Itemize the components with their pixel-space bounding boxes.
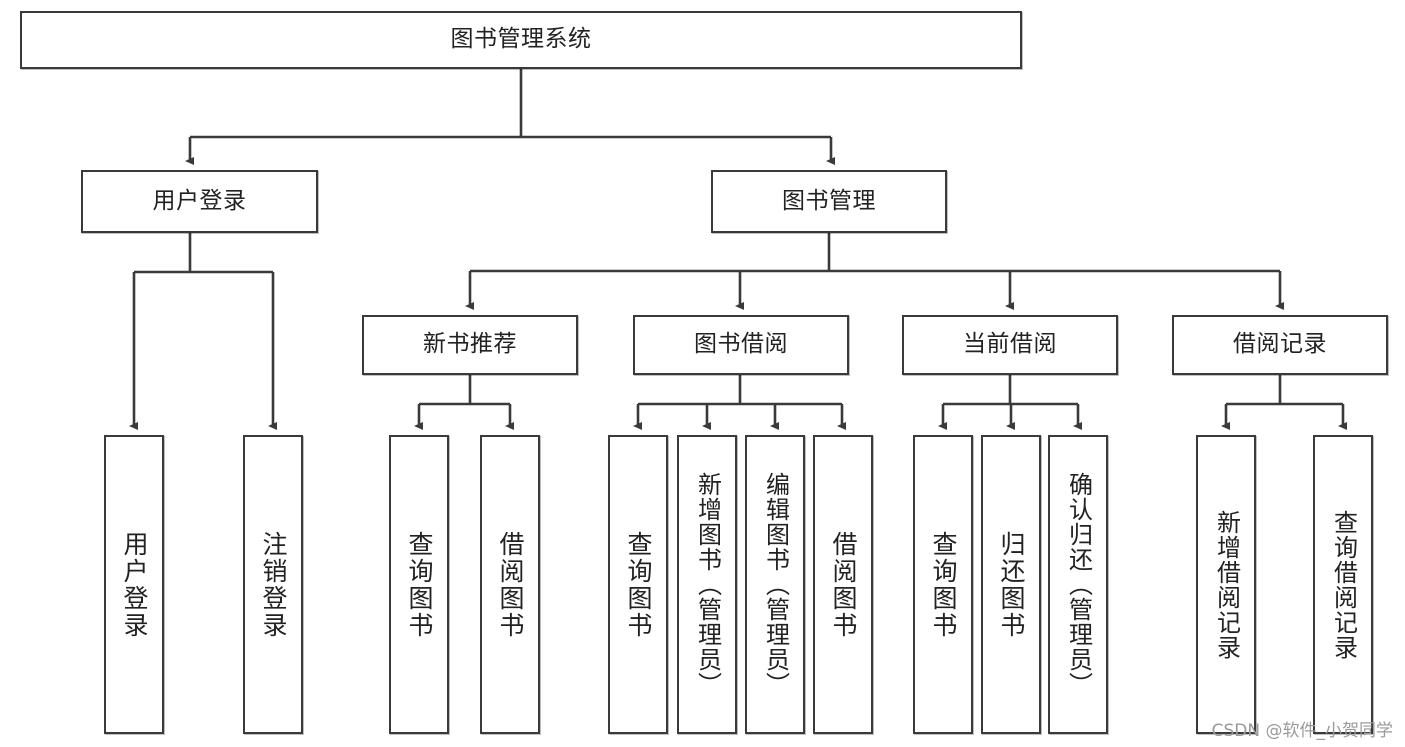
node-leaf-borrow-book-1-label: 借阅图书 <box>496 530 525 639</box>
node-leaf-borrow-book-1[interactable]: 借阅图书 <box>480 435 540 734</box>
node-leaf-confirm-return[interactable]: 确认归还（管理员） <box>1048 435 1108 734</box>
node-leaf-edit-book-label: 编辑图书（管理员） <box>761 472 790 697</box>
node-leaf-add-record-label: 新增借阅记录 <box>1212 509 1241 660</box>
node-leaf-user-login[interactable]: 用户登录 <box>104 435 164 734</box>
node-leaf-return-book[interactable]: 归还图书 <box>981 435 1041 734</box>
node-leaf-query-record-label: 查询借阅记录 <box>1329 509 1358 660</box>
node-leaf-borrow-book-2-label: 借阅图书 <box>829 530 858 639</box>
node-leaf-return-book-label: 归还图书 <box>997 530 1026 639</box>
node-leaf-query-book-2-label: 查询图书 <box>624 530 653 639</box>
node-new-book-recommend[interactable]: 新书推荐 <box>362 315 578 375</box>
node-borrow-record[interactable]: 借阅记录 <box>1172 315 1388 375</box>
node-book-borrow-label: 图书借阅 <box>694 331 788 358</box>
node-leaf-query-record[interactable]: 查询借阅记录 <box>1313 435 1373 734</box>
node-leaf-add-book[interactable]: 新增图书（管理员） <box>677 435 737 734</box>
node-leaf-add-record[interactable]: 新增借阅记录 <box>1196 435 1256 734</box>
node-user-login-label: 用户登录 <box>152 187 247 214</box>
node-borrow-record-label: 借阅记录 <box>1233 331 1327 358</box>
node-book-manage[interactable]: 图书管理 <box>711 170 947 233</box>
node-book-manage-label: 图书管理 <box>782 187 876 214</box>
node-root-label: 图书管理系统 <box>450 26 592 53</box>
node-current-borrow-label: 当前借阅 <box>963 331 1057 358</box>
node-current-borrow[interactable]: 当前借阅 <box>902 315 1118 375</box>
node-user-login[interactable]: 用户登录 <box>81 170 318 233</box>
node-leaf-user-logout[interactable]: 注销登录 <box>243 435 303 734</box>
node-leaf-borrow-book-2[interactable]: 借阅图书 <box>813 435 873 734</box>
node-leaf-add-book-label: 新增图书（管理员） <box>693 472 722 697</box>
node-leaf-query-book-2[interactable]: 查询图书 <box>608 435 668 734</box>
node-leaf-query-book-3-label: 查询图书 <box>929 530 958 639</box>
node-leaf-confirm-return-label: 确认归还（管理员） <box>1064 472 1093 697</box>
node-root[interactable]: 图书管理系统 <box>20 11 1022 69</box>
node-leaf-edit-book[interactable]: 编辑图书（管理员） <box>745 435 805 734</box>
node-new-book-recommend-label: 新书推荐 <box>423 331 517 358</box>
node-leaf-user-login-label: 用户登录 <box>120 530 149 639</box>
watermark-text: CSDN @软件_小贺同学 <box>1211 721 1393 741</box>
node-book-borrow[interactable]: 图书借阅 <box>633 315 849 375</box>
node-leaf-query-book-1[interactable]: 查询图书 <box>389 435 449 734</box>
node-leaf-user-logout-label: 注销登录 <box>259 530 288 639</box>
node-leaf-query-book-3[interactable]: 查询图书 <box>913 435 973 734</box>
node-leaf-query-book-1-label: 查询图书 <box>405 530 434 639</box>
